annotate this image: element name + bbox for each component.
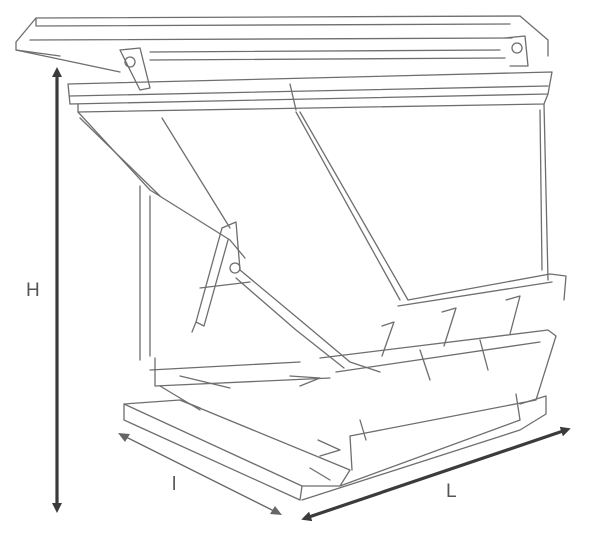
width-arrow bbox=[119, 433, 281, 515]
skip-container-drawing bbox=[15, 15, 567, 501]
height-label: H bbox=[26, 280, 40, 301]
length-dimension: L bbox=[301, 426, 571, 522]
tipping-lever bbox=[191, 221, 381, 373]
bin-body bbox=[77, 103, 567, 437]
height-dimension: H bbox=[26, 67, 62, 513]
width-arrow-head-start bbox=[118, 433, 130, 442]
bin-rim bbox=[67, 71, 553, 113]
width-arrow-head-end bbox=[270, 506, 282, 515]
length-label: L bbox=[446, 481, 457, 502]
lifting-frame bbox=[15, 15, 549, 91]
length-arrow bbox=[301, 426, 571, 522]
width-dimension: l bbox=[118, 433, 282, 515]
base-frame bbox=[123, 357, 547, 501]
width-label: l bbox=[172, 474, 176, 495]
